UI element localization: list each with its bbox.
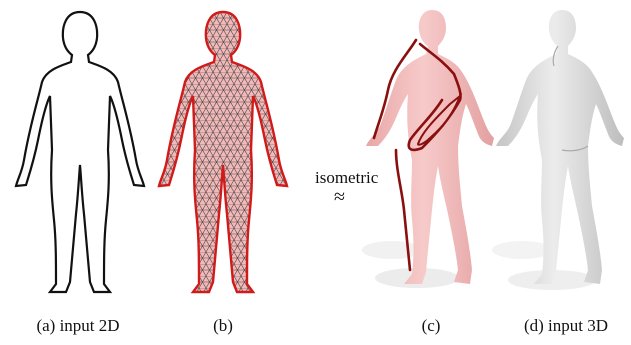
panel-a-outline-figure [16,12,144,292]
isometric-label: isometric [315,168,378,188]
panel-c-pink-figure [362,10,494,288]
caption-b: (b) [213,316,233,336]
approx-equal-symbol: ≈ [334,186,345,209]
caption-c: (c) [422,316,441,336]
caption-d: (d) input 3D [524,316,608,336]
panel-d-grey-figure [492,10,624,290]
panel-b-mesh-figure [159,12,287,292]
figure-canvas [0,0,631,310]
caption-a: (a) input 2D [36,316,119,336]
